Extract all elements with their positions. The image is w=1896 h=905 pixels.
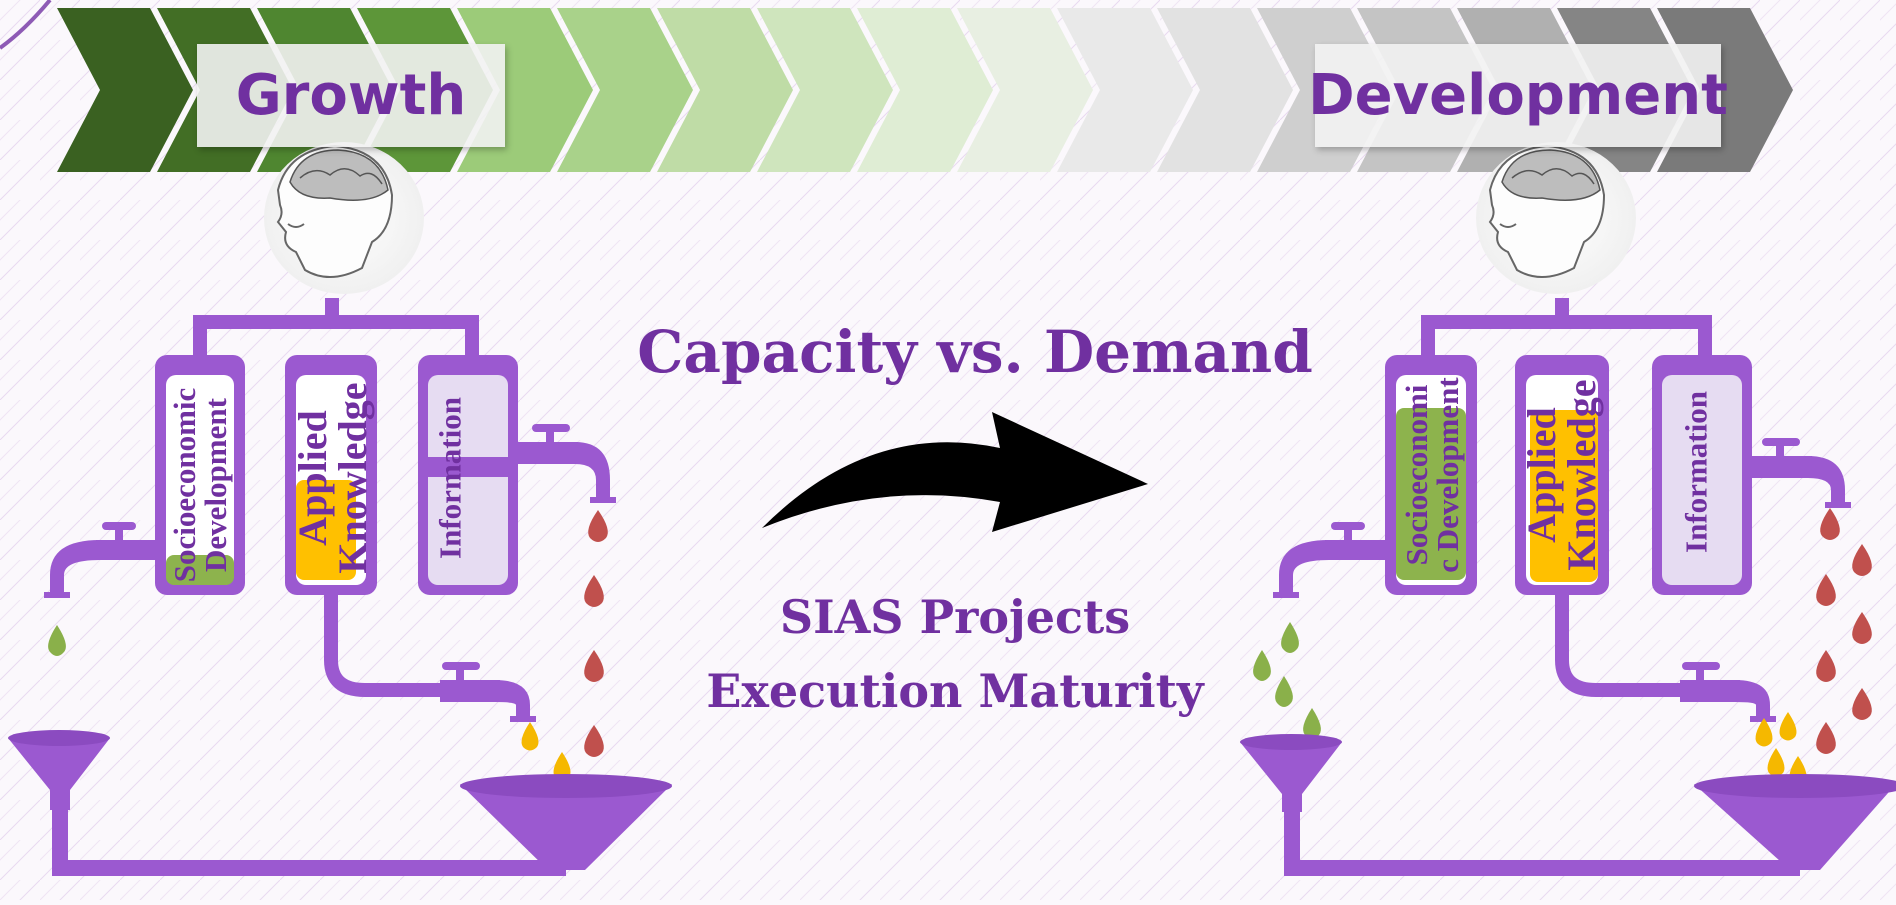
corner-seal-fragment [0, 0, 52, 50]
gold-drop [1755, 718, 1773, 747]
red-drop [1852, 544, 1872, 576]
left-socioeconomic-label: Socioeconomic Development [167, 387, 233, 583]
growth-label: Growth [235, 63, 467, 128]
green-drop [48, 625, 66, 656]
container-information [1652, 355, 1752, 595]
bottom-pipe [52, 800, 566, 876]
red-drop [584, 575, 604, 607]
chevron [957, 8, 1093, 172]
chevron [757, 8, 893, 172]
red-drop [588, 510, 608, 542]
faucet-icon [425, 424, 616, 503]
gold-drop [1779, 712, 1797, 741]
funnel-icon [1240, 734, 1342, 812]
green-drop [1303, 708, 1321, 739]
headline: Capacity vs. Demand [637, 318, 1313, 386]
left-panel [8, 142, 672, 876]
development-label: Development [1308, 63, 1728, 128]
faucet-icon [440, 662, 536, 722]
label-line-1: Information [1678, 391, 1714, 553]
label-line-1: Socioeconomi [1399, 384, 1434, 566]
gold-drop [553, 752, 571, 781]
label-line-2: c Development [1430, 377, 1465, 573]
bottom-pipe [1284, 805, 1800, 876]
chevron [1157, 8, 1293, 172]
subheadline-line-2: Execution Maturity [706, 664, 1204, 718]
label-line-2: Knowledge [1559, 379, 1604, 571]
label-line-1: Socioeconomic [167, 387, 202, 583]
right-applied-knowledge-label: Applied Knowledge [1519, 379, 1604, 571]
red-drop [584, 650, 604, 682]
red-drop [1816, 650, 1836, 682]
chevron [57, 8, 193, 172]
curved-arrow-icon [762, 412, 1148, 532]
chevron [1057, 8, 1193, 172]
green-drop [1253, 650, 1271, 681]
red-drop [1816, 574, 1836, 606]
right-socioeconomic-label: Socioeconomi c Development [1399, 377, 1465, 573]
chevron [657, 8, 793, 172]
faucet-icon [1680, 662, 1776, 722]
gold-drop [1767, 748, 1785, 777]
left-information-label: Information [432, 397, 468, 559]
right-information-label: Information [1678, 391, 1714, 553]
container-applied-knowledge [1515, 355, 1609, 595]
green-drop [1281, 622, 1299, 653]
subheadline-line-1: SIAS Projects [779, 590, 1131, 644]
head-brain-icon [1476, 142, 1636, 294]
chevron [557, 8, 693, 172]
label-line-1: Applied [290, 410, 335, 546]
top-manifold-pipe [1421, 298, 1712, 362]
pipe-lower [324, 595, 450, 697]
right-panel [1240, 142, 1896, 876]
funnel-icon [8, 730, 110, 810]
head-brain-icon [264, 142, 424, 294]
label-line-1: Applied [1519, 407, 1564, 543]
label-line-2: Knowledge [330, 382, 375, 574]
green-drop [1275, 676, 1293, 707]
gold-drop [521, 722, 539, 751]
top-manifold-pipe [193, 298, 479, 362]
faucet-icon [1273, 522, 1387, 598]
red-drop [1852, 688, 1872, 720]
red-drop [1820, 508, 1840, 540]
left-applied-knowledge-label: Applied Knowledge [290, 382, 375, 574]
chevron [857, 8, 993, 172]
funnel-icon [460, 774, 672, 870]
label-line-2: Development [198, 398, 233, 572]
growth-banner: Growth [197, 44, 505, 147]
pipe-lower [1555, 595, 1690, 697]
container-socioeconomic [1385, 355, 1477, 595]
red-drop [584, 725, 604, 757]
container-applied-knowledge [285, 355, 377, 595]
container-socioeconomic [155, 355, 245, 595]
faucet-icon [44, 522, 158, 598]
red-drop [1816, 722, 1836, 754]
label-line-1: Information [432, 397, 468, 559]
red-drop [1852, 612, 1872, 644]
development-banner: Development [1308, 44, 1728, 147]
funnel-icon [1694, 774, 1896, 870]
faucet-icon [1750, 438, 1851, 508]
